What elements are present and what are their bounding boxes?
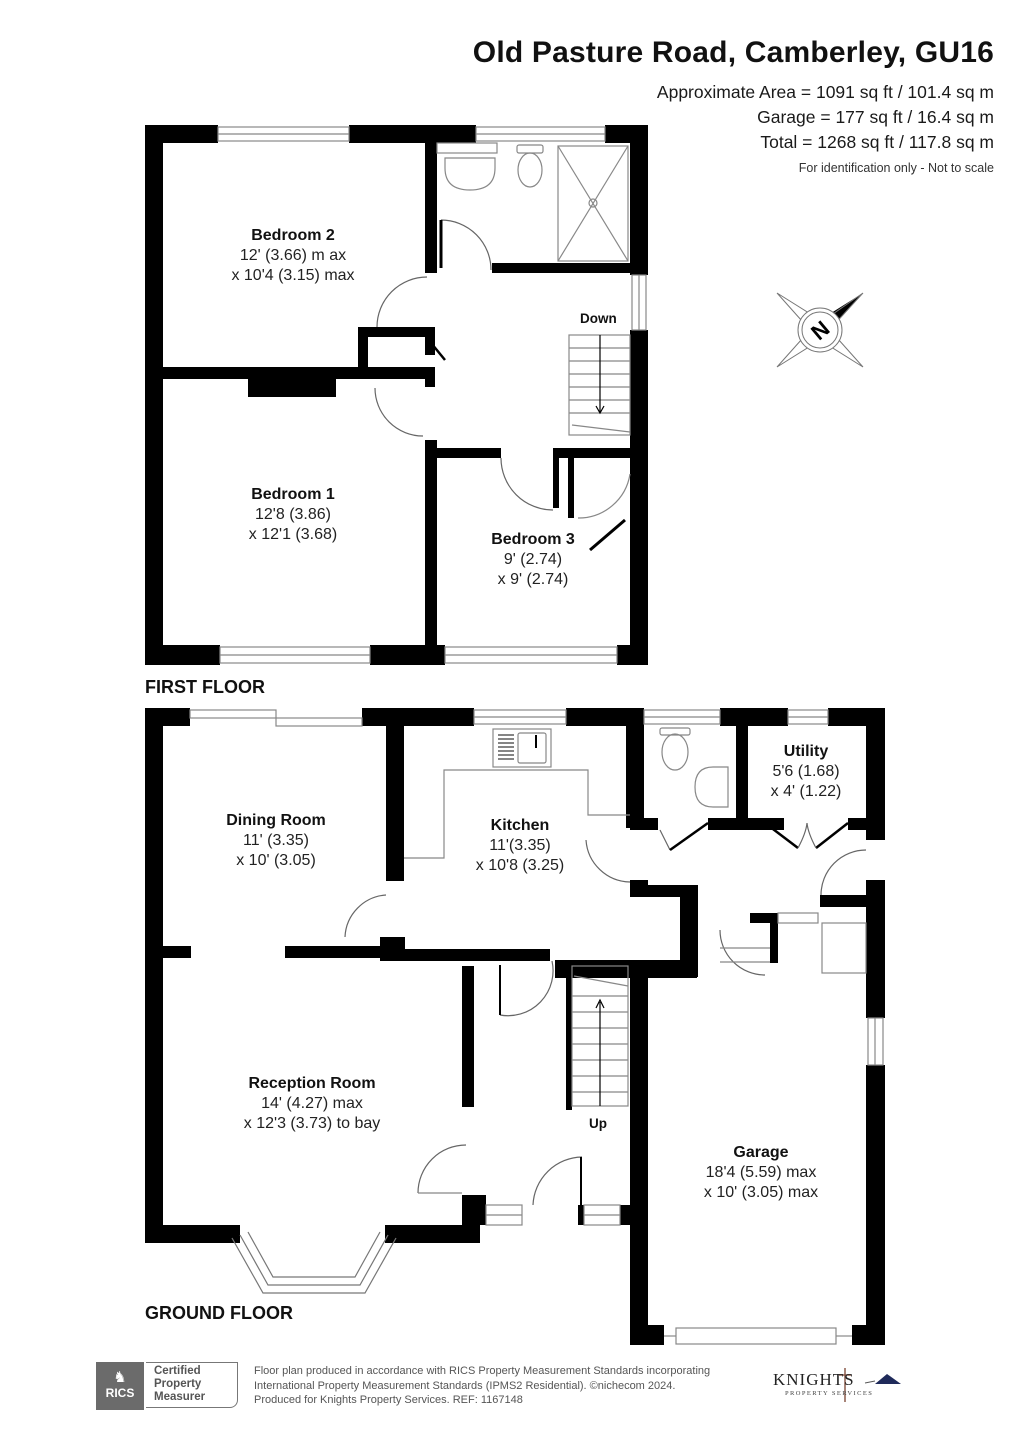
- room-name: Reception Room: [248, 1075, 376, 1092]
- stairs-up-label: Up: [589, 1116, 607, 1131]
- first-floor-label: FIRST FLOOR: [145, 677, 265, 697]
- room-dimension: 14' (4.27) max: [261, 1095, 363, 1112]
- knights-logo: KNIGHTS PROPERTY SERVICES: [773, 1368, 903, 1404]
- room-dimension: x 4' (1.22): [770, 783, 842, 800]
- room-reception-room: Reception Room 14' (4.27) max x 12'3 (3.…: [244, 1074, 380, 1134]
- certified-measurer-text: Certified Property Measurer: [146, 1362, 238, 1408]
- room-bedroom-3: Bedroom 3 9' (2.74) x 9' (2.74): [491, 530, 575, 590]
- room-dimension: x 10'4 (3.15) max: [231, 267, 355, 284]
- room-utility: Utility 5'6 (1.68) x 4' (1.22): [771, 742, 842, 802]
- rics-org-label: RICS: [105, 1386, 135, 1400]
- ground-floor-fixtures: [189, 709, 884, 1345]
- badge-line: Measurer: [154, 1391, 206, 1403]
- room-dining-room: Dining Room 11' (3.35) x 10' (3.05): [226, 811, 326, 871]
- room-garage: Garage 18'4 (5.59) max x 10' (3.05) max: [704, 1143, 818, 1203]
- approximate-area: Approximate Area = 1091 sq ft / 101.4 sq…: [656, 82, 994, 102]
- room-bedroom-2: Bedroom 2 12' (3.66) m ax x 10'4 (3.15) …: [231, 226, 354, 286]
- ground-floor-label: GROUND FLOOR: [145, 1303, 293, 1323]
- disclaimer-note: For identification only - Not to scale: [798, 161, 994, 175]
- logo-subtitle: PROPERTY SERVICES: [785, 1390, 874, 1397]
- room-dimension: x 12'1 (3.68): [248, 526, 338, 543]
- room-kitchen: Kitchen 11'(3.35) x 10'8 (3.25): [476, 816, 564, 876]
- first-floor-fixtures: [217, 126, 647, 664]
- room-dimension: 12'8 (3.86): [255, 506, 331, 523]
- room-name: Garage: [733, 1144, 789, 1161]
- room-dimension: 12' (3.66) m ax: [239, 247, 347, 264]
- garage-area: Garage = 177 sq ft / 16.4 sq m: [757, 107, 994, 127]
- room-name: Utility: [783, 743, 829, 760]
- footer-line: International Property Measurement Stand…: [254, 1379, 676, 1392]
- rics-logo: ♞ RICS: [96, 1362, 144, 1410]
- room-dimension: x 9' (2.74): [497, 571, 569, 588]
- room-name: Kitchen: [490, 817, 550, 834]
- total-area: Total = 1268 sq ft / 117.8 sq m: [760, 132, 994, 152]
- logo-wordmark: KNIGHTS: [773, 1370, 855, 1389]
- room-name: Dining Room: [226, 812, 326, 829]
- room-bedroom-1: Bedroom 1 12'8 (3.86) x 12'1 (3.68): [249, 485, 337, 545]
- north-compass-icon: N: [776, 292, 864, 368]
- badge-line: Property: [154, 1378, 202, 1390]
- room-dimension: 11' (3.35): [243, 832, 309, 849]
- house-roof-icon: [875, 1374, 901, 1384]
- room-name: Bedroom 2: [251, 227, 335, 244]
- room-name: Bedroom 3: [491, 531, 575, 548]
- room-name: Bedroom 1: [251, 486, 335, 503]
- footer-disclaimer: Floor plan produced in accordance with R…: [254, 1364, 710, 1408]
- logo-graphic: [839, 1368, 901, 1402]
- footer-line: Produced for Knights Property Services. …: [254, 1394, 523, 1406]
- first-floor-walls: [145, 125, 648, 665]
- room-dimension: x 12'3 (3.73) to bay: [243, 1115, 381, 1132]
- room-dimension: 11'(3.35): [489, 837, 551, 854]
- rics-certified-badge: ♞ RICS Certified Property Measurer: [96, 1362, 242, 1410]
- room-dimension: x 10' (3.05) max: [703, 1184, 819, 1201]
- room-dimension: 9' (2.74): [503, 551, 563, 568]
- room-dimension: 5'6 (1.68): [772, 763, 840, 780]
- footer-line: Floor plan produced in accordance with R…: [254, 1365, 711, 1377]
- stairs-down-label: Down: [580, 311, 617, 326]
- room-dimension: x 10' (3.05): [236, 852, 316, 869]
- rics-lion-icon: ♞: [113, 1369, 127, 1386]
- ground-floor-walls: [145, 708, 885, 1345]
- room-dimension: 18'4 (5.59) max: [705, 1164, 817, 1181]
- badge-line: Certified: [154, 1365, 201, 1377]
- room-dimension: x 10'8 (3.25): [475, 857, 565, 874]
- property-title: Old Pasture Road, Camberley, GU16: [472, 36, 994, 69]
